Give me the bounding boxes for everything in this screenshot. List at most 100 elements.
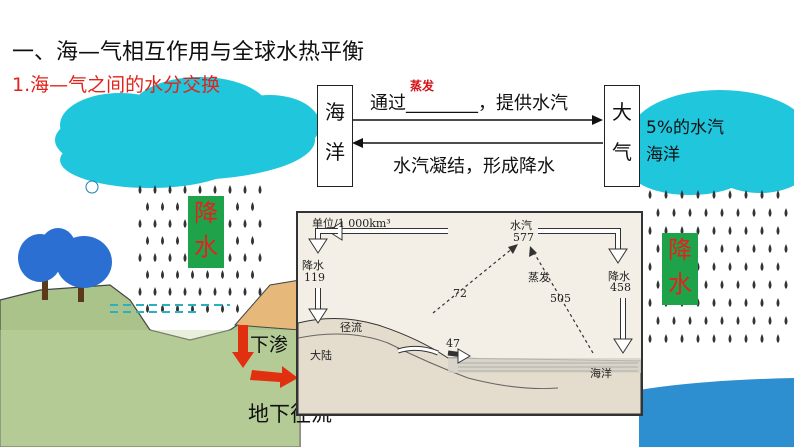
raindrop-icon [744, 190, 748, 199]
raindrop-icon [648, 262, 652, 271]
raindrop-icon [776, 262, 780, 271]
raindrop-icon [213, 287, 217, 296]
raindrop-icon [720, 316, 724, 325]
raindrop-icon [680, 334, 684, 343]
raindrop-icon [191, 270, 194, 279]
raindrop-icon [656, 280, 660, 289]
raindrop-icon [752, 244, 756, 253]
raindrop-icon [784, 280, 788, 289]
inset-evap-label: 蒸发 [528, 271, 550, 284]
raindrop-icon [258, 185, 262, 194]
raindrop-icon [648, 334, 652, 343]
raindrop-icon [146, 236, 149, 245]
raindrop-icon [744, 298, 748, 307]
raindrop-icon [760, 190, 764, 199]
raindrop-icon [198, 185, 202, 194]
raindrop-icon [656, 316, 660, 325]
raindrop-icon [258, 219, 262, 228]
precipitation-right-char1: 降 [668, 236, 692, 264]
raindrop-icon [672, 208, 676, 217]
raindrop-icon [168, 185, 172, 194]
ocean-box: 海 洋 [317, 85, 353, 187]
raindrop-icon [768, 244, 772, 253]
raindrop-icon [243, 253, 247, 262]
raindrop-icon [776, 190, 780, 199]
raindrop-icon [672, 316, 676, 325]
raindrop-icon [183, 253, 187, 262]
raindrop-icon [776, 298, 780, 307]
inset-runoff-label: 径流 [340, 321, 362, 334]
raindrop-icon [153, 253, 157, 262]
raindrop-icon [236, 202, 239, 211]
raindrop-icon [183, 219, 187, 228]
raindrop-icon [784, 208, 788, 217]
raindrop-icon [236, 304, 239, 313]
raindrop-icon [251, 236, 254, 245]
raindrop-icon [243, 287, 247, 296]
raindrop-icon [656, 208, 660, 217]
raindrop-icon [648, 226, 652, 235]
raindrop-icon [176, 202, 179, 211]
raindrop-icon [146, 304, 149, 313]
raindrop-icon [760, 334, 764, 343]
atmosphere-char-2: 气 [612, 140, 632, 164]
raindrop-icon [153, 185, 157, 194]
inset-ocean-precip-label: 降水 [608, 270, 630, 283]
precipitation-tag-left: 降 水 [188, 196, 224, 268]
evaporation-arrow [352, 115, 603, 125]
raindrop-icon [251, 270, 254, 279]
raindrop-icon [221, 270, 224, 279]
inset-vapor-label: 水汽 [510, 219, 532, 232]
ocean-char-1: 海 [325, 100, 345, 124]
raindrop-icon [664, 190, 668, 199]
raindrop-icon [153, 219, 157, 228]
raindrop-icon [153, 287, 157, 296]
raindrop-icon [206, 304, 209, 313]
raindrop-icon [236, 270, 239, 279]
raindrop-icon [228, 185, 232, 194]
raindrop-icon [161, 270, 164, 279]
inset-unit-label: 单位/1 000km³ [312, 217, 391, 230]
raindrop-icon [236, 236, 239, 245]
raindrop-icon [696, 190, 700, 199]
raindrop-icon [752, 208, 756, 217]
atmosphere-char-1: 大 [612, 100, 632, 124]
raindrop-icon [146, 202, 149, 211]
raindrop-icon [138, 287, 142, 296]
raindrop-icon [228, 287, 232, 296]
ocean-char-2: 洋 [325, 140, 345, 164]
raindrop-icon [696, 226, 700, 235]
section-subtitle: 1.海—气之间的水分交换 [12, 74, 221, 96]
raindrop-icon [736, 208, 740, 217]
raindrop-icon [704, 316, 708, 325]
raindrop-icon [161, 304, 164, 313]
inset-ocean-evap-value: 505 [550, 292, 571, 305]
raindrop-icon [720, 280, 724, 289]
raindrop-icon [251, 202, 254, 211]
raindrop-icon [176, 270, 179, 279]
raindrop-icon [752, 316, 756, 325]
raindrop-icon [258, 287, 262, 296]
inset-runoff-value: 47 [446, 337, 460, 350]
raindrop-icon [206, 270, 209, 279]
raindrop-icon [183, 185, 187, 194]
raindrop-icon [728, 226, 732, 235]
raindrop-icon [784, 316, 788, 325]
atmosphere-box: 大 气 [604, 85, 640, 187]
raindrop-icon [728, 298, 732, 307]
raindrop-icon [736, 316, 740, 325]
raindrop-icon [712, 298, 716, 307]
raindrop-icon [744, 262, 748, 271]
raindrop-icon [138, 253, 142, 262]
precipitation-left-char1: 降 [194, 199, 218, 227]
raindrop-icon [183, 287, 187, 296]
raindrop-icon [680, 226, 684, 235]
raindrop-icon [696, 334, 700, 343]
raindrop-icon [213, 185, 217, 194]
raindrop-icon [728, 262, 732, 271]
evaporation-fill-answer: 蒸发 [410, 79, 435, 93]
raindrop-icon [720, 244, 724, 253]
raindrop-icon [712, 226, 716, 235]
raindrop-icon [704, 208, 708, 217]
